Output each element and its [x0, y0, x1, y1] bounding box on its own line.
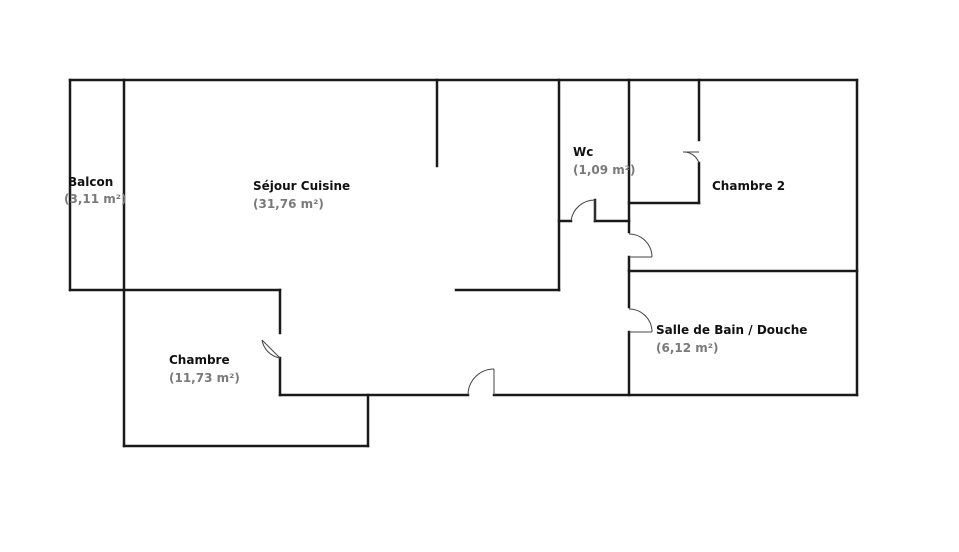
- doors: [261, 151, 700, 396]
- room-name-sdb: Salle de Bain / Douche: [656, 323, 807, 337]
- door-chambre2-small: [682, 151, 700, 164]
- room-area-balcon: (3,11 m²): [64, 192, 127, 206]
- door-chambre: [261, 339, 281, 359]
- door-entrance: [467, 368, 495, 396]
- room-name-chambre: Chambre: [169, 353, 230, 367]
- room-area-sejour: (31,76 m²): [253, 197, 324, 211]
- door-wc: [570, 199, 596, 222]
- room-name-chambre2: Chambre 2: [712, 179, 785, 193]
- walls: [68, 78, 859, 448]
- room-name-balcon: Balcon: [68, 175, 113, 189]
- door-sdb: [628, 308, 653, 333]
- labels: Balcon (3,11 m²) Séjour Cuisine (31,76 m…: [64, 145, 807, 385]
- room-area-chambre: (11,73 m²): [169, 371, 240, 385]
- room-name-wc: Wc: [573, 145, 593, 159]
- room-area-wc: (1,09 m²): [573, 163, 636, 177]
- door-corridor: [628, 233, 653, 258]
- room-name-sejour: Séjour Cuisine: [253, 179, 350, 193]
- room-area-sdb: (6,12 m²): [656, 341, 719, 355]
